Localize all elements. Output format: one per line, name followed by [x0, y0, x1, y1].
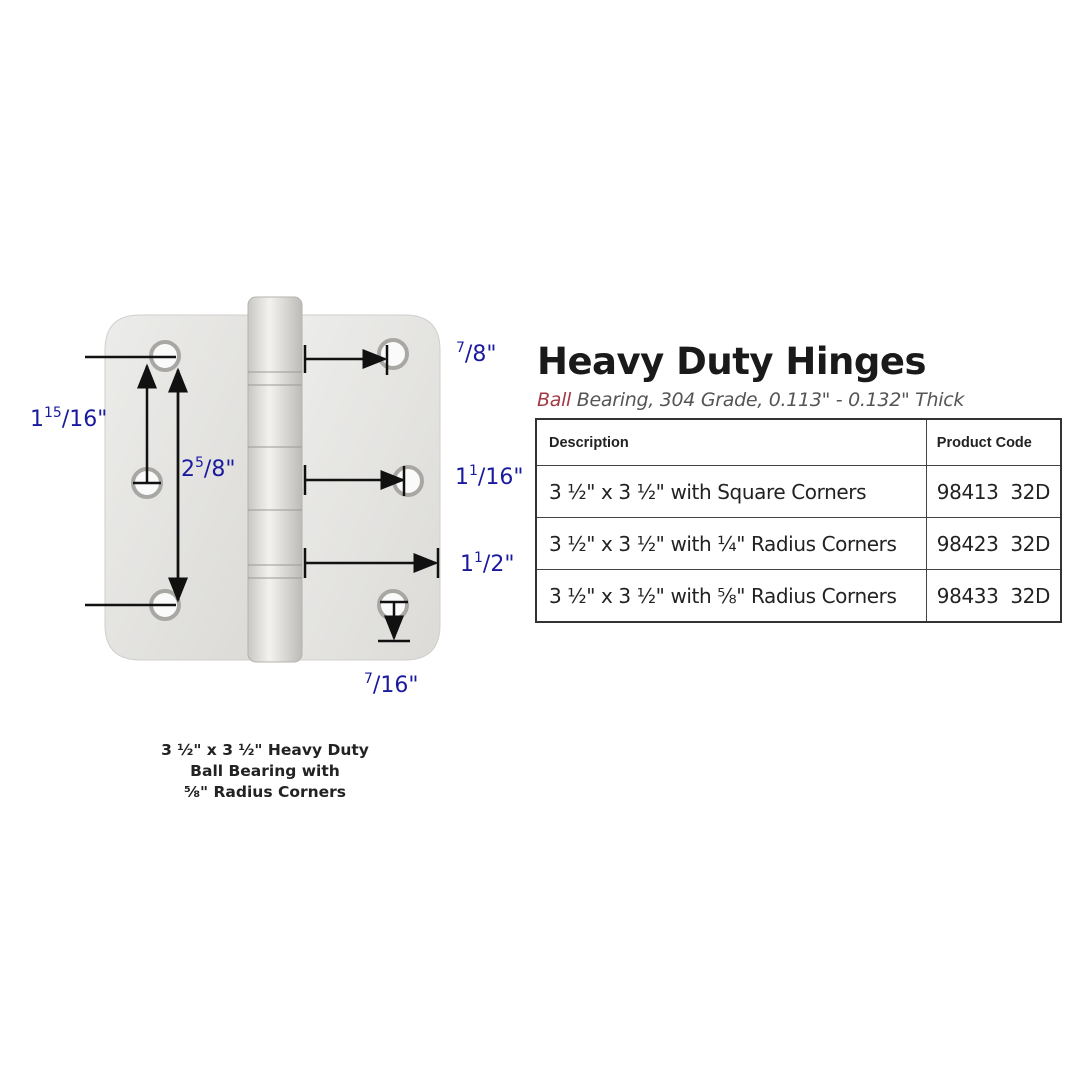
dim-top-hole-from-barrel: 7/8" — [456, 340, 496, 367]
dim-bottom-hole-from-edge: 7/16" — [364, 671, 418, 698]
dim-denominator: /16" — [61, 407, 108, 432]
cell-product-code: 98433 32D — [925, 569, 1062, 623]
cell-product-code: 98413 32D — [925, 465, 1062, 518]
cell-product-code: 98423 32D — [925, 517, 1062, 570]
dim-numerator: 7 — [456, 340, 465, 356]
product-table: Description Product Code 3 ½" x 3 ½" wit… — [535, 418, 1062, 623]
dim-numerator: 5 — [195, 455, 204, 471]
dim-outer-hole-spacing: 25/8" — [181, 455, 235, 482]
dim-whole: 1 — [460, 552, 474, 577]
dim-whole: 2 — [181, 457, 195, 482]
header-product-code: Product Code — [925, 418, 1062, 466]
caption-line: 3 ½" x 3 ½" Heavy Duty — [161, 741, 369, 759]
dim-middle-hole-from-barrel: 11/16" — [455, 463, 523, 490]
cell-description: 3 ½" x 3 ½" with Square Corners — [535, 465, 927, 518]
hinge-barrel — [247, 296, 303, 663]
dim-left-hole-spacing: 115/16" — [30, 405, 107, 432]
dim-numerator: 1 — [474, 550, 483, 566]
dim-denominator: /2" — [482, 552, 515, 577]
hinge-diagram — [85, 296, 441, 663]
dim-denominator: /8" — [203, 457, 236, 482]
dim-denominator: /16" — [372, 673, 419, 698]
page-title: Heavy Duty Hinges — [537, 340, 926, 383]
table-row: 3 ½" x 3 ½" with ¼" Radius Corners 98423… — [535, 517, 1062, 570]
caption-line: ⅝" Radius Corners — [183, 783, 347, 801]
dim-whole: 1 — [30, 407, 44, 432]
dim-denominator: /16" — [477, 465, 524, 490]
cell-description: 3 ½" x 3 ½" with ⅝" Radius Corners — [535, 569, 927, 623]
caption-line: Ball Bearing with — [190, 762, 340, 780]
cell-description: 3 ½" x 3 ½" with ¼" Radius Corners — [535, 517, 927, 570]
page-subtitle: Ball Bearing, 304 Grade, 0.113" - 0.132"… — [537, 389, 964, 411]
table-header-row: Description Product Code — [535, 418, 1062, 466]
dimension-lines — [85, 345, 440, 643]
subtitle-accent: Ball — [537, 389, 572, 411]
dim-leaf-width: 11/2" — [460, 550, 514, 577]
dim-numerator: 1 — [469, 463, 478, 479]
header-description: Description — [535, 418, 927, 466]
dim-whole: 1 — [455, 465, 469, 490]
table-row: 3 ½" x 3 ½" with ⅝" Radius Corners 98433… — [535, 569, 1062, 623]
dim-numerator: 15 — [44, 405, 62, 421]
hinge-caption: 3 ½" x 3 ½" Heavy Duty Ball Bearing with… — [140, 740, 390, 803]
subtitle-text: Bearing, 304 Grade, 0.113" - 0.132" Thic… — [571, 389, 965, 411]
hinge-right-leaf — [299, 314, 441, 661]
table-row: 3 ½" x 3 ½" with Square Corners 98413 32… — [535, 465, 1062, 518]
dim-numerator: 7 — [364, 671, 373, 687]
dim-denominator: /8" — [464, 342, 497, 367]
